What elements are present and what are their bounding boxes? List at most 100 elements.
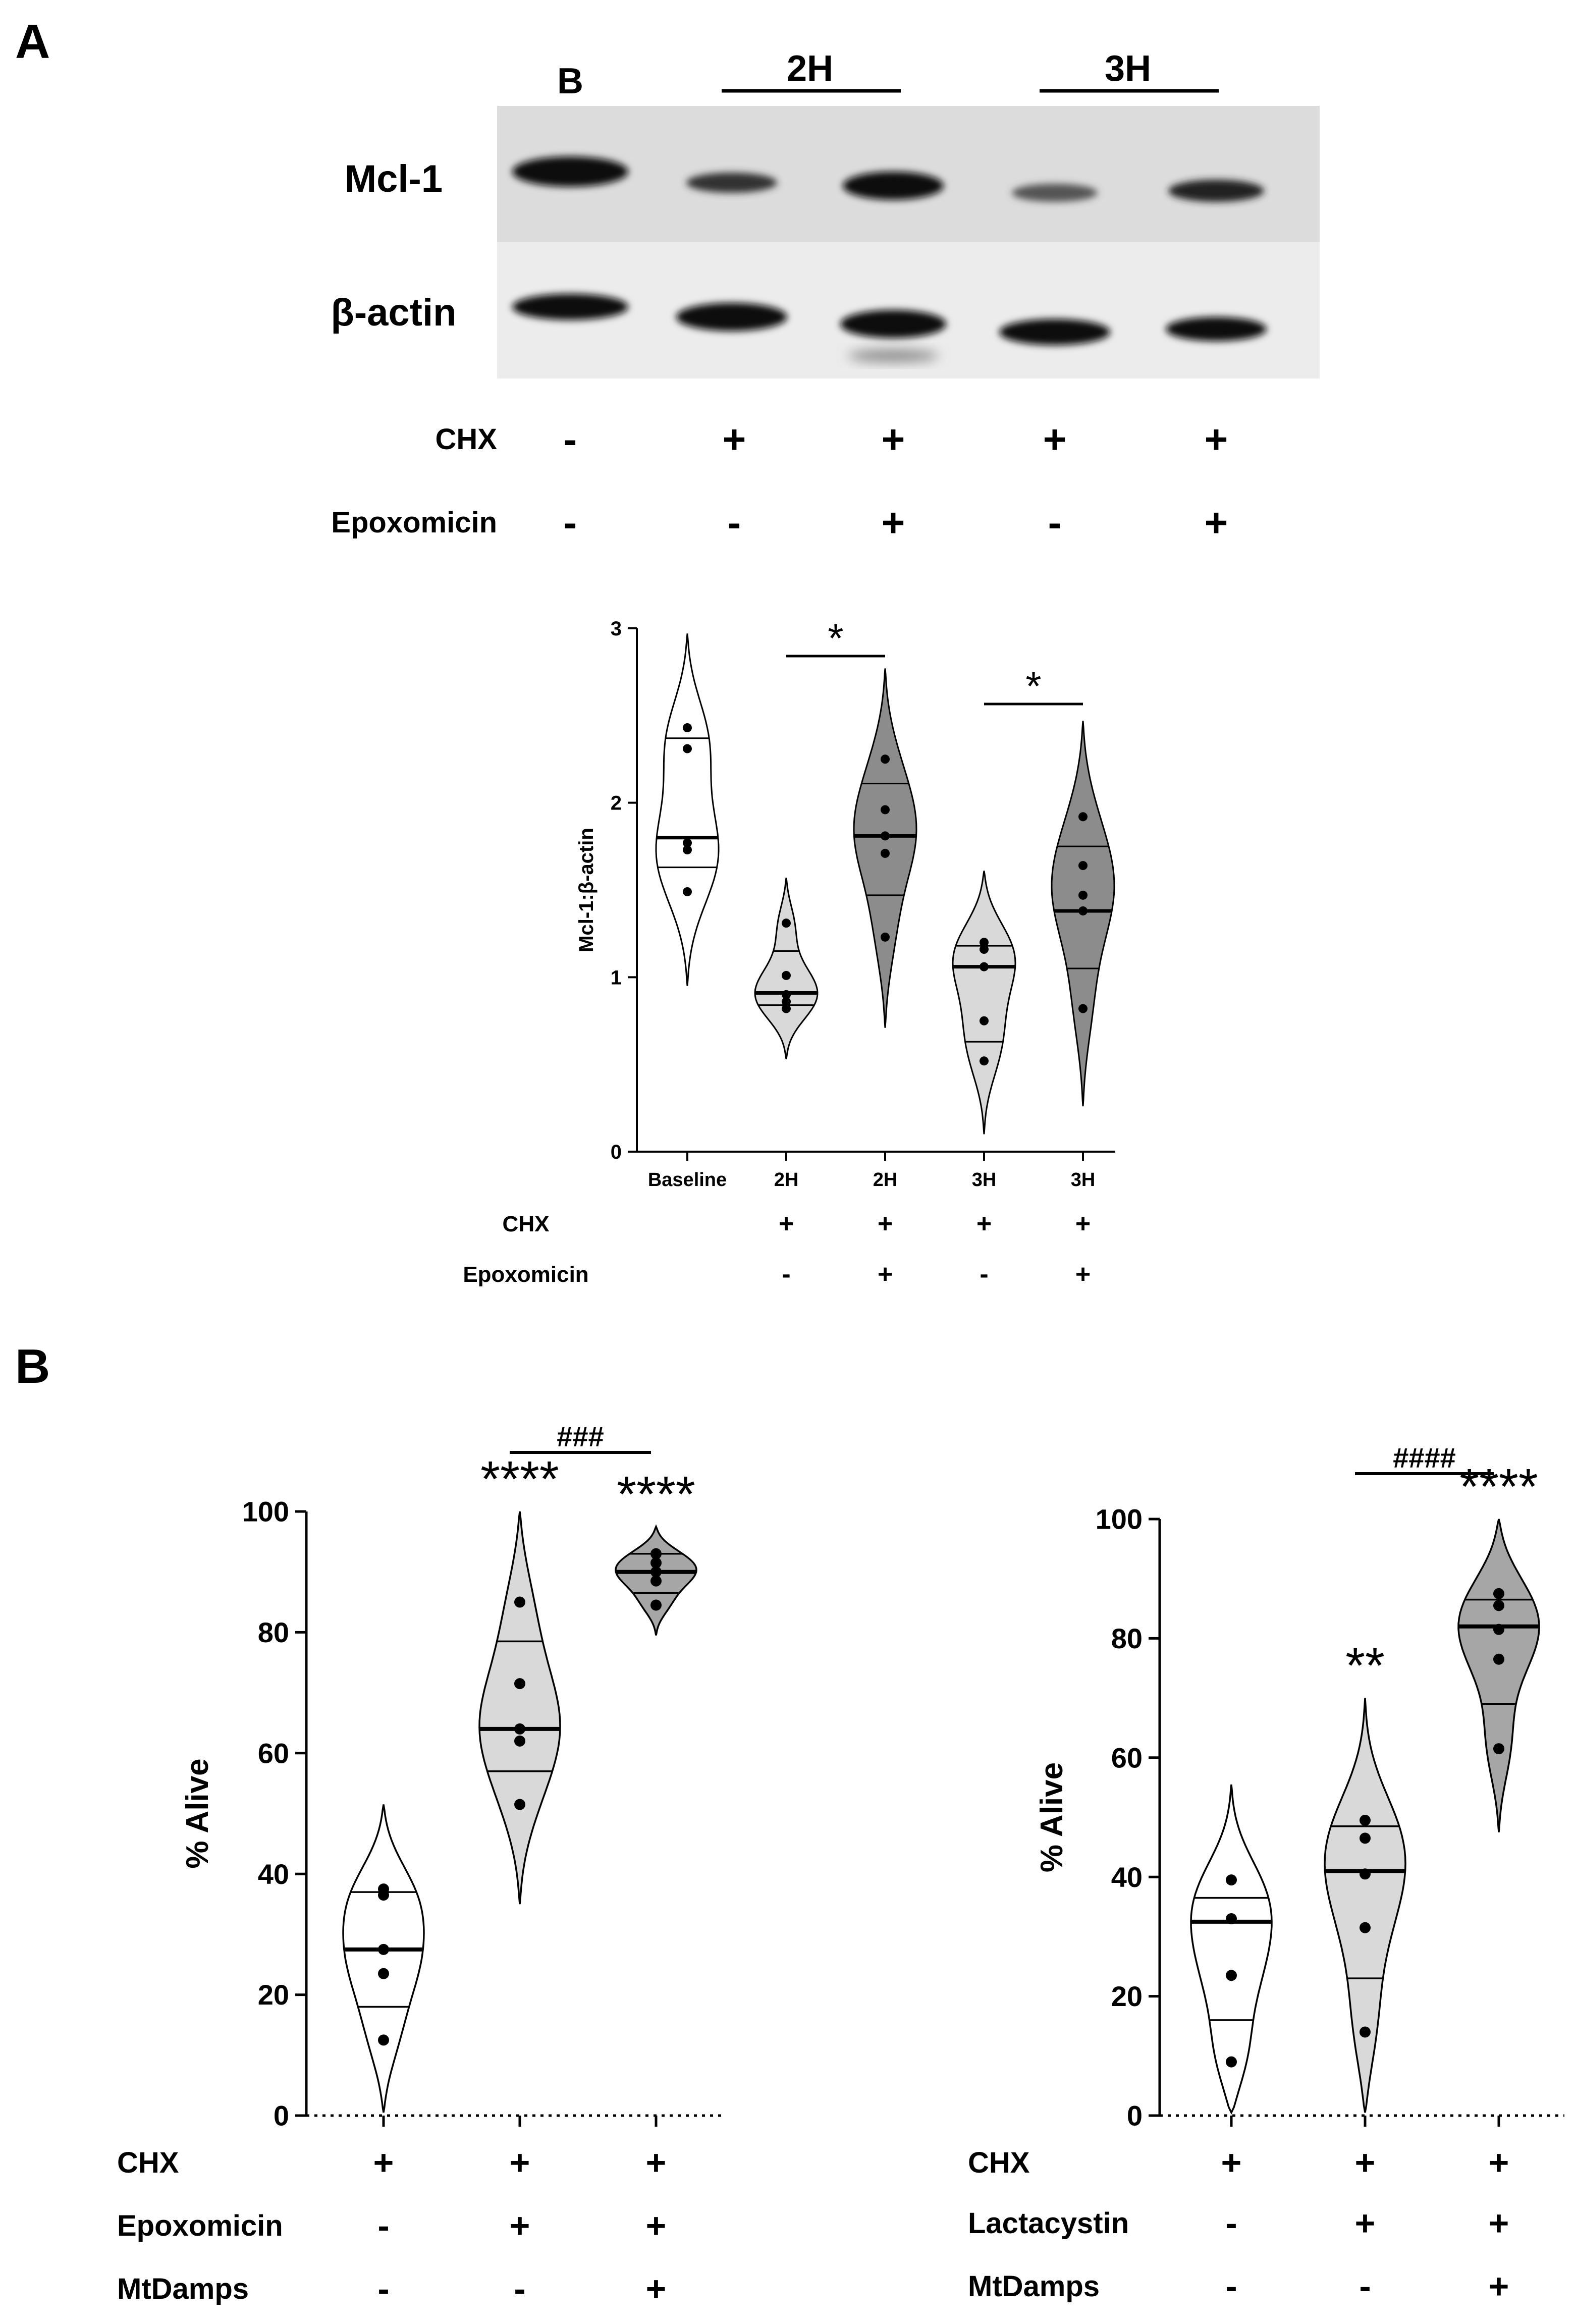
blot-conditions: CHX-++++Epoxomicin--+-+: [331, 417, 1228, 545]
x-tick-label: 2H: [873, 1169, 898, 1191]
data-point: [514, 1735, 525, 1747]
y-tick-label: 0: [274, 2100, 289, 2132]
condition-sign: -: [1359, 2266, 1371, 2306]
data-point: [650, 1575, 662, 1587]
condition-sign: +: [1489, 2143, 1509, 2182]
violin-body: [853, 668, 917, 1028]
data-point: [1493, 1653, 1504, 1665]
data-point: [514, 1799, 525, 1810]
y-tick-label: 3: [611, 618, 622, 640]
condition-label: Epoxomicin: [117, 2209, 283, 2242]
condition-label: MtDamps: [968, 2270, 1100, 2303]
data-point: [881, 754, 890, 764]
blot-condition-sign: +: [882, 417, 905, 462]
lane-b-label: B: [557, 61, 583, 101]
comparison-label: ####: [1393, 1442, 1456, 1474]
condition-label: CHX: [968, 2146, 1030, 2179]
condition-sign: +: [1075, 1209, 1091, 1238]
condition-sign: -: [377, 2269, 389, 2308]
violin-body: [342, 1804, 425, 2113]
y-tick-label: 40: [1111, 1861, 1143, 1893]
violin-body: [478, 1511, 561, 1905]
y-tick-label: 100: [242, 1496, 289, 1528]
condition-sign: +: [646, 2206, 667, 2245]
condition-sign: +: [1221, 2143, 1242, 2182]
data-point: [514, 1678, 525, 1690]
condition-sign: -: [377, 2206, 389, 2245]
blot-mcl1-label: Mcl-1: [345, 157, 443, 200]
condition-sign: +: [878, 1260, 893, 1289]
condition-label: MtDamps: [117, 2273, 249, 2305]
data-point: [980, 1056, 989, 1066]
band-mcl1-lane2: [686, 173, 777, 193]
condition-sign: +: [646, 2269, 667, 2308]
y-tick-label: 20: [258, 1979, 289, 2011]
data-point: [683, 723, 692, 733]
condition-label: CHX: [503, 1212, 550, 1236]
condition-sign: +: [1355, 2143, 1376, 2182]
panel-a: A B 2H 3H Mcl-1 β-actin CHX-+: [15, 15, 1320, 1289]
data-point: [1493, 1588, 1504, 1599]
condition-sign: -: [782, 1260, 790, 1289]
data-point: [378, 1889, 389, 1901]
data-point: [514, 1596, 525, 1608]
data-point: [980, 938, 989, 947]
data-point: [683, 887, 692, 896]
blot-condition-sign: +: [1205, 417, 1228, 462]
condition-sign: +: [510, 2206, 530, 2245]
y-tick-label: 100: [1096, 1503, 1143, 1535]
band-mcl1-lane5: [1168, 180, 1264, 202]
comparison-label: ###: [557, 1421, 604, 1452]
data-point: [1078, 861, 1088, 871]
violin-body: [1457, 1519, 1540, 1832]
violin-body: [1324, 1698, 1406, 2113]
data-point: [1078, 812, 1088, 822]
y-axis-label: % Alive: [180, 1758, 215, 1868]
blot-condition-sign: -: [728, 500, 741, 545]
y-tick-label: 60: [258, 1737, 289, 1769]
data-point: [881, 831, 890, 841]
y-axis-label: Mcl-1:β-actin: [575, 828, 598, 952]
condition-sign: -: [514, 2269, 525, 2308]
y-tick-label: 20: [1111, 1980, 1143, 2012]
data-point: [683, 845, 692, 854]
blot-condition-sign: -: [1048, 500, 1062, 545]
condition-label: Lactacystin: [968, 2207, 1129, 2240]
data-point: [650, 1557, 662, 1569]
condition-sign: +: [510, 2143, 530, 2182]
band-mcl1-lane3: [843, 172, 944, 200]
blot-condition-sign: +: [1043, 417, 1067, 462]
band-actin-lane4: [999, 319, 1110, 345]
y-axis-label: % Alive: [1035, 1762, 1069, 1872]
western-blot: B 2H 3H Mcl-1 β-actin CHX-++++Epoxomicin…: [331, 48, 1320, 545]
y-tick-label: 80: [258, 1616, 289, 1648]
violin-body: [1190, 1784, 1273, 2115]
condition-sign: +: [779, 1209, 794, 1238]
y-tick-label: 0: [1127, 2100, 1143, 2132]
condition-sign: -: [980, 1260, 988, 1289]
x-tick-label: 2H: [774, 1169, 799, 1191]
panel-b-letter: B: [15, 1339, 50, 1393]
data-point: [1360, 1814, 1371, 1826]
data-point: [782, 970, 791, 980]
data-point: [782, 1004, 791, 1013]
condition-sign: +: [878, 1209, 893, 1238]
y-tick-label: 40: [258, 1858, 289, 1890]
data-point: [1360, 1832, 1371, 1844]
significance-stars: ****: [617, 1466, 695, 1523]
data-point: [1078, 890, 1088, 900]
data-point: [782, 990, 791, 999]
data-point: [1078, 906, 1088, 915]
condition-label: CHX: [117, 2146, 179, 2179]
y-tick-label: 80: [1111, 1623, 1143, 1654]
group-2h-label: 2H: [787, 48, 833, 89]
data-point: [650, 1566, 662, 1578]
data-point: [1078, 1004, 1088, 1013]
panel-a-letter: A: [15, 15, 50, 69]
band-actin-lane1: [512, 294, 628, 320]
condition-sign: +: [373, 2143, 394, 2182]
blot-condition-sign: +: [723, 417, 746, 462]
